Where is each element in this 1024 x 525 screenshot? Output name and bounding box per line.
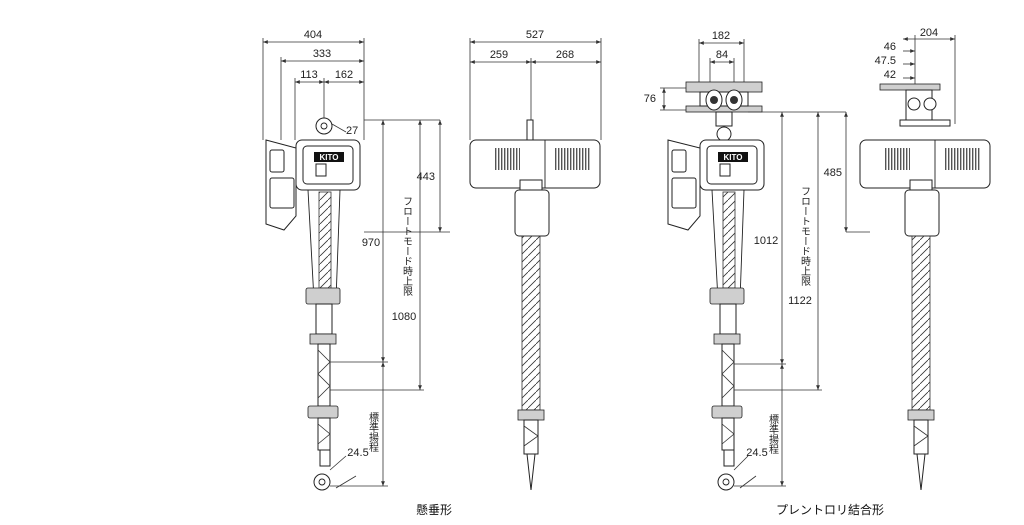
dim-r27: 27 (346, 125, 358, 137)
bottom-hook-icon (313, 449, 331, 491)
dim-443: 443 (417, 171, 435, 183)
trolley-dim-24-5: 24.5 (746, 447, 767, 459)
dim-404: 404 (304, 29, 322, 41)
trolley-side-body-icon (859, 139, 991, 191)
trolley-control-unit-icon (667, 139, 701, 231)
trolley-front-view: 182 84 76 KITO (644, 30, 846, 491)
beam-icon (685, 81, 763, 142)
trolley-brand-label: KITO (724, 153, 743, 162)
pendant-top-dimensions: 404 333 113 162 27 (262, 29, 365, 140)
trolley-caption: プレントロリ結合形 (776, 502, 884, 517)
trolley-side-top-dimensions: 204 46 47.5 42 (875, 27, 956, 124)
float-mode-note: フロートモード時上限 (401, 196, 413, 297)
dim-1080: 1080 (392, 311, 416, 323)
dim-46: 46 (884, 41, 896, 53)
trolley-side-view: 204 46 47.5 42 485 (824, 27, 991, 491)
side-top-dimensions: 527 259 268 (469, 29, 602, 140)
pendant-caption: 懸垂形 (416, 503, 452, 517)
dim-527: 527 (526, 29, 544, 41)
trolley-side-chain-icon (904, 189, 940, 491)
dim-182: 182 (712, 30, 730, 42)
trolley-float-mode-note: フロートモード時上限 (799, 186, 811, 287)
dim-259: 259 (490, 49, 508, 61)
trolley-dim-1012: 1012 (754, 235, 778, 247)
hoist-body-icon: KITO (295, 139, 361, 191)
trolley-frame-icon (879, 83, 951, 127)
trolley-standard-lift-note: 標準揚程 (767, 413, 779, 454)
trolley-vertical-dimensions: 1012 1122 24.5 (733, 111, 846, 489)
dim-84: 84 (716, 49, 728, 61)
dim-76: 76 (644, 93, 656, 105)
trolley-hoist-body-icon: KITO (699, 139, 765, 191)
pendant-front-view: 404 333 113 162 27 KITO (262, 29, 450, 491)
dim-162: 162 (335, 69, 353, 81)
dim-204: 204 (920, 27, 938, 39)
dim-113: 113 (300, 69, 318, 81)
dim-24-5: 24.5 (347, 447, 368, 459)
pendant-vertical-dimensions: 970 1080 24.5 (329, 119, 450, 489)
control-unit-icon (265, 139, 297, 231)
brand-label: KITO (320, 153, 339, 162)
dim-970: 970 (362, 237, 380, 249)
dim-485: 485 (824, 167, 842, 179)
trolley-chain-icon (709, 189, 745, 491)
pendant-side-view: 527 259 268 443 (417, 29, 602, 491)
trolley-top-dimensions: 182 84 76 (644, 30, 745, 111)
top-hook-icon (315, 117, 333, 135)
dim-42: 42 (884, 69, 896, 81)
dim-268: 268 (556, 49, 574, 61)
standard-lift-note: 標準揚程 (367, 411, 379, 452)
trolley-dim-1122: 1122 (788, 295, 812, 307)
side-body-icon (469, 119, 601, 191)
dim-333: 333 (313, 48, 331, 60)
side-chain-spring-icon (514, 189, 550, 491)
chain-spring-icon (305, 189, 341, 345)
load-chain-icon (307, 343, 339, 451)
dim-47-5: 47.5 (875, 55, 896, 67)
